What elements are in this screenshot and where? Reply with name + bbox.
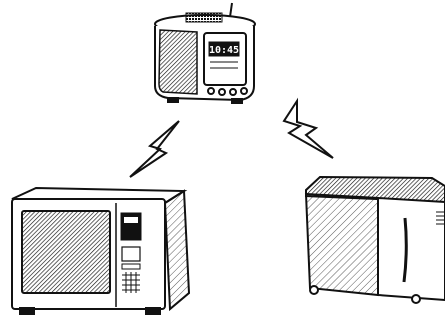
lightning-icon [130,121,179,177]
clock-radio-icon: 10:45 [155,3,255,103]
clock-display-text: 10:45 [209,45,239,56]
lightning-icon [284,101,333,158]
microwave-icon [12,188,189,314]
bread-maker-icon [306,177,445,303]
